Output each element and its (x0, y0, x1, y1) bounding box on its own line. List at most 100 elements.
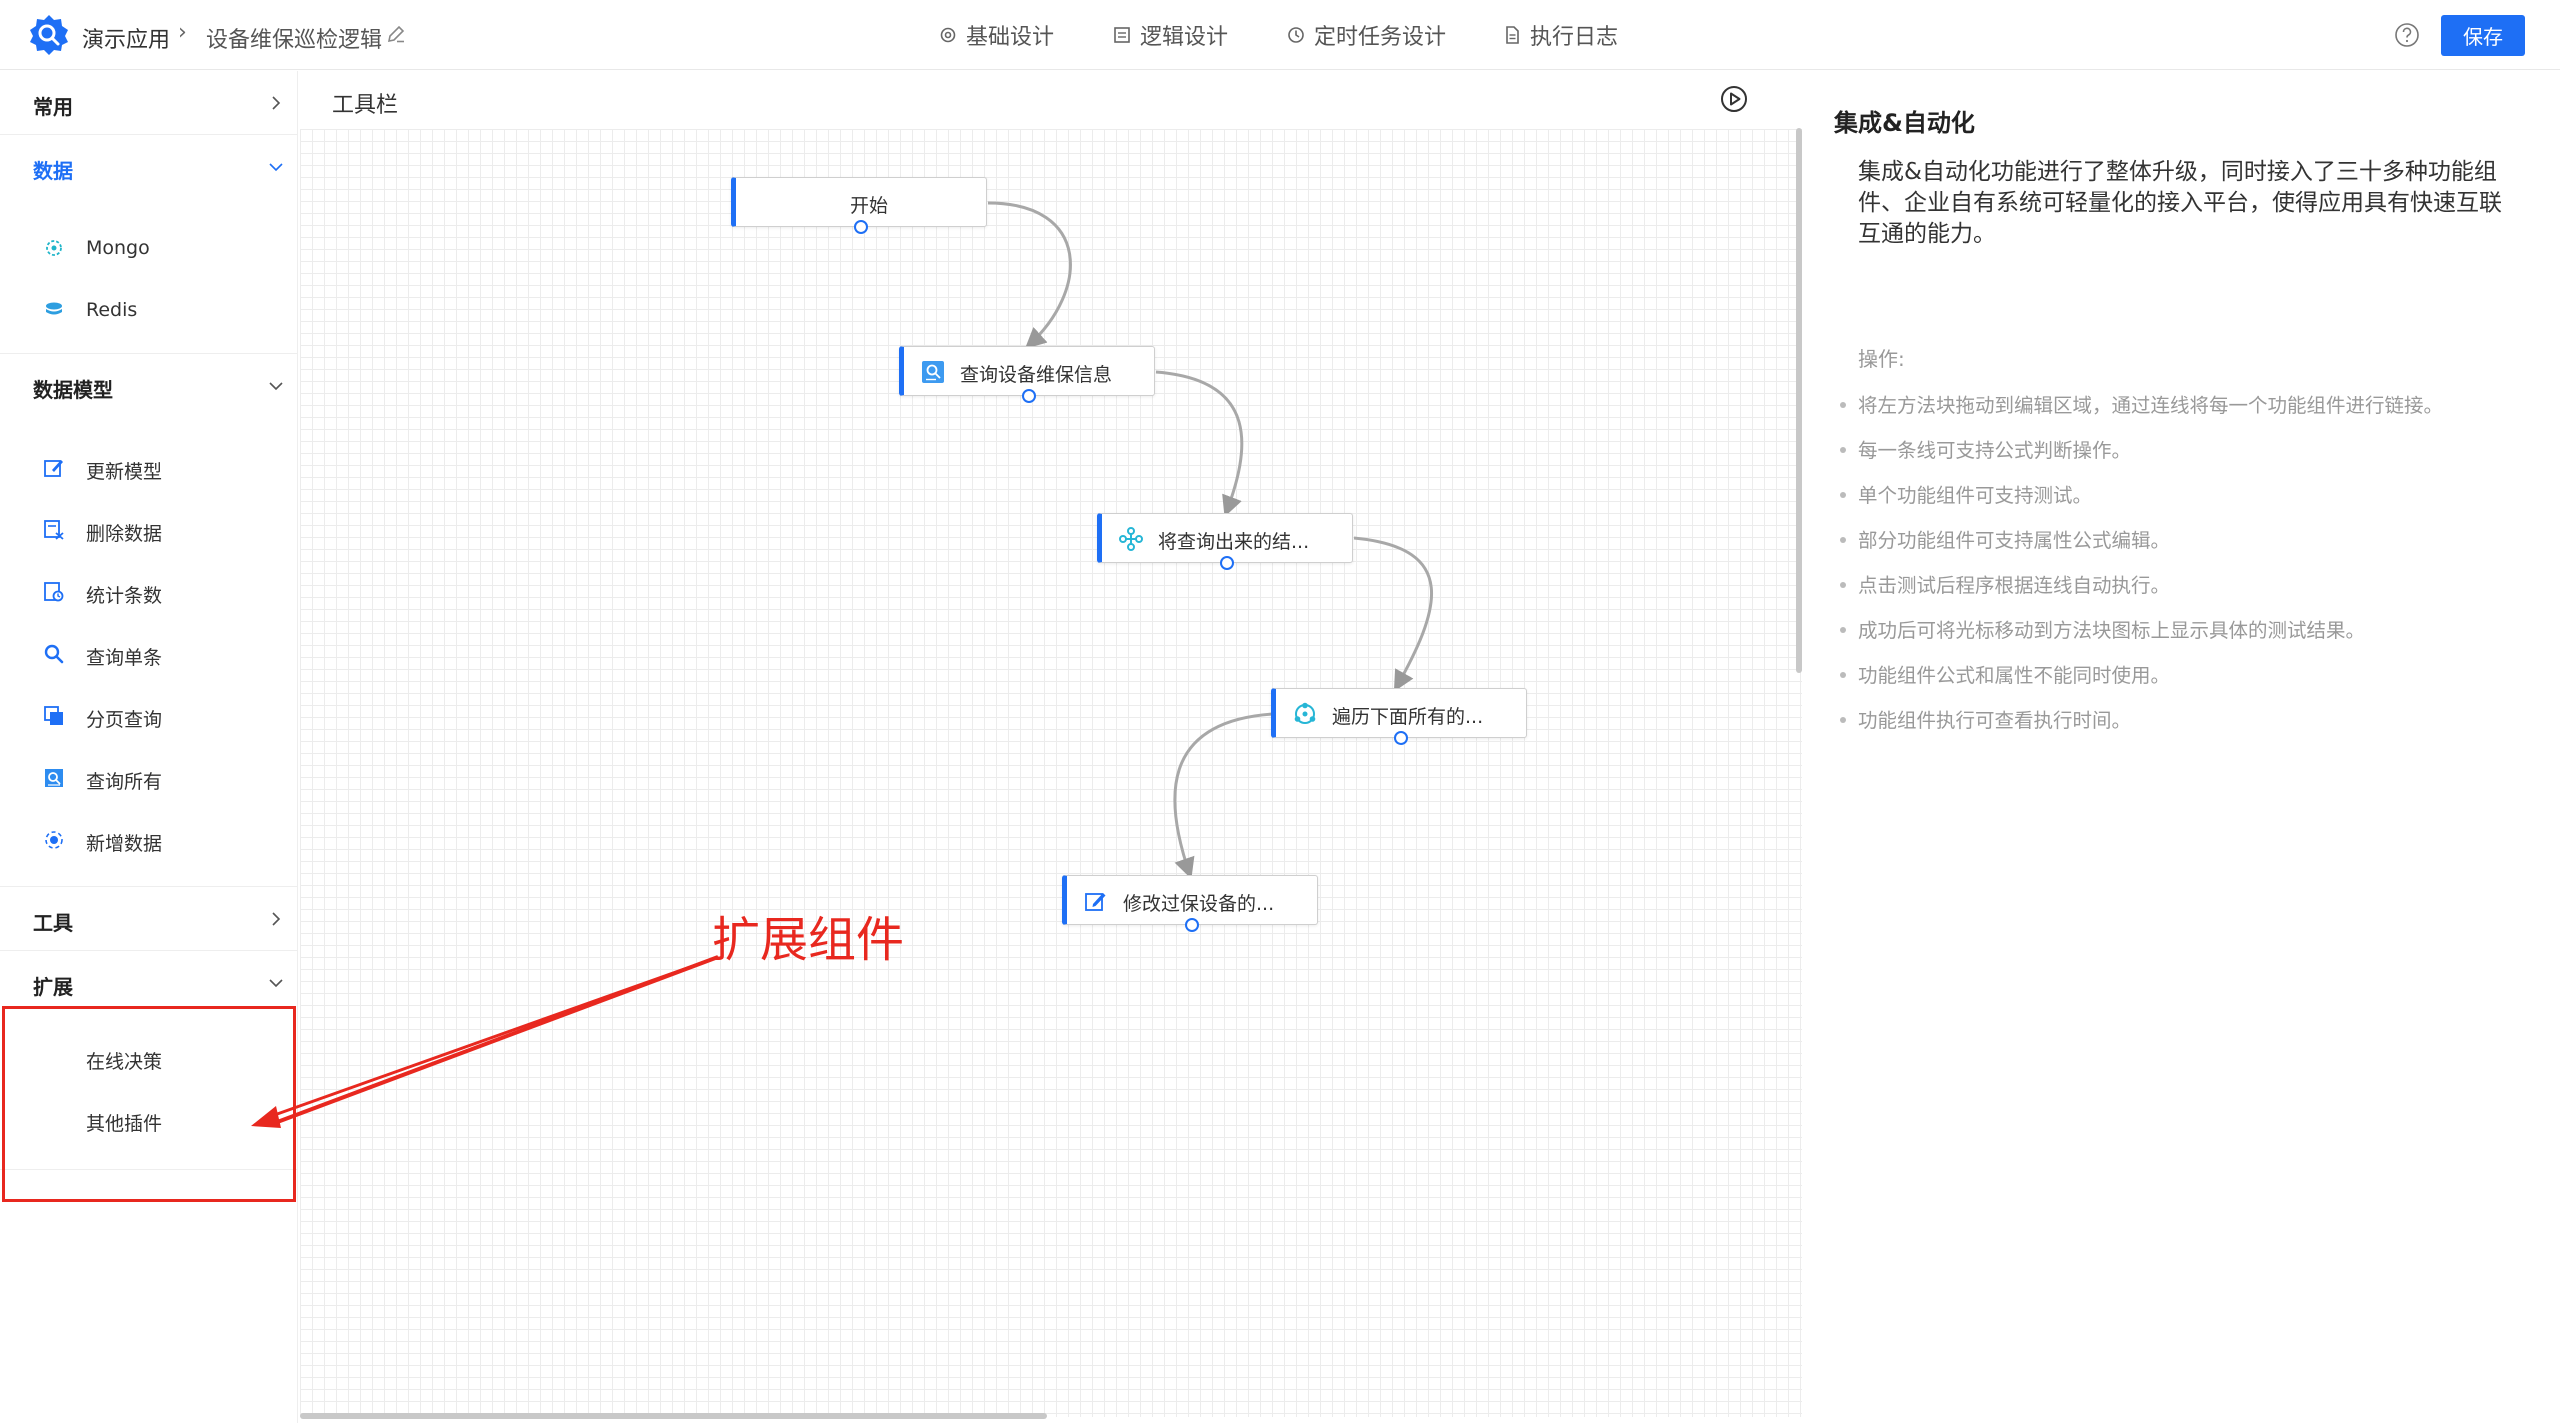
document-icon (1114, 27, 1130, 43)
ops-list-item: 点击测试后程序根据连线自动执行。 (1840, 569, 2170, 598)
ops-text: 将左方法块拖动到编辑区域，通过连线将每一个功能组件进行链接。 (1858, 394, 2444, 417)
ops-title: 操作: (1858, 347, 1905, 371)
node-output-port[interactable] (1022, 389, 1036, 403)
node-label: 开始 (850, 195, 889, 217)
panel-title: 集成&自动化 (1834, 109, 1975, 137)
tab-logic-design[interactable]: 逻辑设计 (1112, 0, 1228, 70)
file-icon (1506, 26, 1519, 44)
section-divider (0, 1169, 298, 1170)
ops-text: 每一条线可支持公式判断操作。 (1858, 439, 2132, 462)
sidebar-item-label: 查询所有 (86, 771, 163, 793)
section-title: 常用 (33, 95, 73, 119)
bullet-icon (1840, 401, 1846, 408)
edit-title-icon[interactable] (386, 24, 406, 44)
app-logo-icon (30, 15, 68, 55)
sidebar-item-query-one[interactable]: 查询单条 (0, 623, 298, 683)
transform-icon (1119, 527, 1143, 551)
tab-execution-log[interactable]: 执行日志 (1502, 0, 1618, 70)
tab-label: 定时任务设计 (1314, 25, 1447, 50)
sidebar-item-online-decision[interactable]: 在线决策 (0, 1027, 298, 1087)
app-name-link[interactable]: 演示应用 (82, 28, 171, 53)
ops-list-item: 单个功能组件可支持测试。 (1840, 479, 2092, 508)
delete-data-icon (44, 520, 64, 540)
sidebar-item-label: 分页查询 (86, 709, 163, 731)
sidebar-item-page-query[interactable]: 分页查询 (0, 685, 298, 745)
flow-node-update-device[interactable]: 修改过保设备的... (1062, 875, 1318, 925)
chevron-right-icon (272, 912, 281, 926)
chevron-down-icon (269, 382, 283, 391)
page-title: 设备维保巡检逻辑 (206, 28, 383, 53)
node-label: 查询设备维保信息 (960, 364, 1113, 386)
flow-node-transform-result[interactable]: 将查询出来的结... (1097, 513, 1353, 563)
section-data[interactable]: 数据 (0, 135, 298, 199)
help-icon[interactable] (2394, 22, 2420, 48)
section-data-model[interactable]: 数据模型 (0, 354, 298, 418)
canvas-vertical-scrollbar[interactable] (1796, 128, 1802, 673)
ops-list-item: 每一条线可支持公式判断操作。 (1840, 434, 2131, 463)
logic-canvas[interactable] (300, 129, 1802, 1417)
sidebar-item-add-data[interactable]: 新增数据 (0, 809, 298, 869)
node-output-port[interactable] (1185, 918, 1199, 932)
bullet-icon (1840, 716, 1846, 723)
ops-list-item: 功能组件执行可查看执行时间。 (1840, 704, 2131, 733)
query-icon (922, 361, 944, 383)
ops-text: 单个功能组件可支持测试。 (1858, 484, 2093, 507)
section-tools[interactable]: 工具 (0, 887, 298, 951)
section-common[interactable]: 常用 (0, 71, 298, 135)
sidebar-item-query-all[interactable]: 查询所有 (0, 747, 298, 807)
add-data-icon (45, 831, 63, 849)
query-all-icon (45, 769, 63, 787)
ops-list-item: 功能组件公式和属性不能同时使用。 (1840, 659, 2170, 688)
mongo-icon (46, 240, 62, 256)
flow-node-loop[interactable]: 遍历下面所有的... (1271, 688, 1527, 738)
sidebar-item-label: 新增数据 (86, 833, 163, 855)
play-icon[interactable] (1718, 83, 1750, 115)
toolbar-label: 工具栏 (332, 93, 399, 118)
save-button[interactable]: 保存 (2441, 15, 2525, 56)
info-panel: 集成&自动化 集成&自动化功能进行了整体升级，同时接入了三十多种功能组件、企业自… (1808, 71, 2560, 1423)
canvas-horizontal-scrollbar[interactable] (300, 1413, 1047, 1419)
section-title: 扩展 (33, 975, 73, 999)
flow-node-start[interactable]: 开始 (731, 177, 987, 227)
component-sidebar: 常用 数据 Mongo Redis 数据模型 更新模型 删除数据 统计条数 查询… (0, 71, 298, 1423)
sidebar-item-delete-data[interactable]: 删除数据 (0, 499, 298, 559)
sidebar-item-other-plugins[interactable]: 其他插件 (0, 1089, 298, 1149)
node-output-port[interactable] (854, 220, 868, 234)
edit-icon (1085, 893, 1106, 911)
ops-list-item: 成功后可将光标移动到方法块图标上显示具体的测试结果。 (1840, 614, 2365, 643)
bullet-icon (1840, 626, 1846, 633)
top-bar: 演示应用 › 设备维保巡检逻辑 基础设计 逻辑设计 定时任务设计 执行日志 保存 (0, 0, 2560, 70)
bullet-icon (1840, 671, 1846, 678)
sidebar-item-label: Mongo (86, 237, 150, 259)
ops-list-item: 将左方法块拖动到编辑区域，通过连线将每一个功能组件进行链接。 (1840, 389, 2443, 418)
sidebar-item-label: 查询单条 (86, 647, 163, 669)
sidebar-item-mongo[interactable]: Mongo (0, 217, 298, 277)
sidebar-item-label: 更新模型 (86, 461, 163, 483)
section-divider (0, 353, 298, 354)
search-icon (44, 644, 64, 664)
clock-icon (1288, 27, 1304, 43)
ops-text: 功能组件执行可查看执行时间。 (1858, 709, 2132, 732)
panel-description: 集成&自动化功能进行了整体升级，同时接入了三十多种功能组件、企业自有系统可轻量化… (1858, 159, 2502, 247)
loop-icon (1294, 702, 1316, 724)
sidebar-item-label: 在线决策 (86, 1051, 163, 1073)
tab-timer-design[interactable]: 定时任务设计 (1286, 0, 1446, 70)
tab-basic-design[interactable]: 基础设计 (938, 0, 1054, 70)
sidebar-item-count[interactable]: 统计条数 (0, 561, 298, 621)
sidebar-item-update-model[interactable]: 更新模型 (0, 437, 298, 497)
flow-node-query-maintenance[interactable]: 查询设备维保信息 (899, 346, 1155, 396)
bullet-icon (1840, 491, 1846, 498)
section-title: 数据 (33, 159, 73, 183)
node-output-port[interactable] (1394, 731, 1408, 745)
sidebar-item-label: 其他插件 (86, 1113, 163, 1135)
sidebar-item-redis[interactable]: Redis (0, 279, 298, 339)
section-title: 数据模型 (33, 378, 113, 402)
node-label: 遍历下面所有的... (1332, 706, 1484, 728)
sidebar-item-label: 统计条数 (86, 585, 163, 607)
canvas-toolbar: 工具栏 (300, 71, 1802, 129)
tab-label: 逻辑设计 (1140, 25, 1229, 50)
node-output-port[interactable] (1220, 556, 1234, 570)
ops-list-item: 部分功能组件可支持属性公式编辑。 (1840, 524, 2170, 553)
node-label: 修改过保设备的... (1123, 893, 1275, 915)
breadcrumb-separator: › (178, 20, 187, 45)
